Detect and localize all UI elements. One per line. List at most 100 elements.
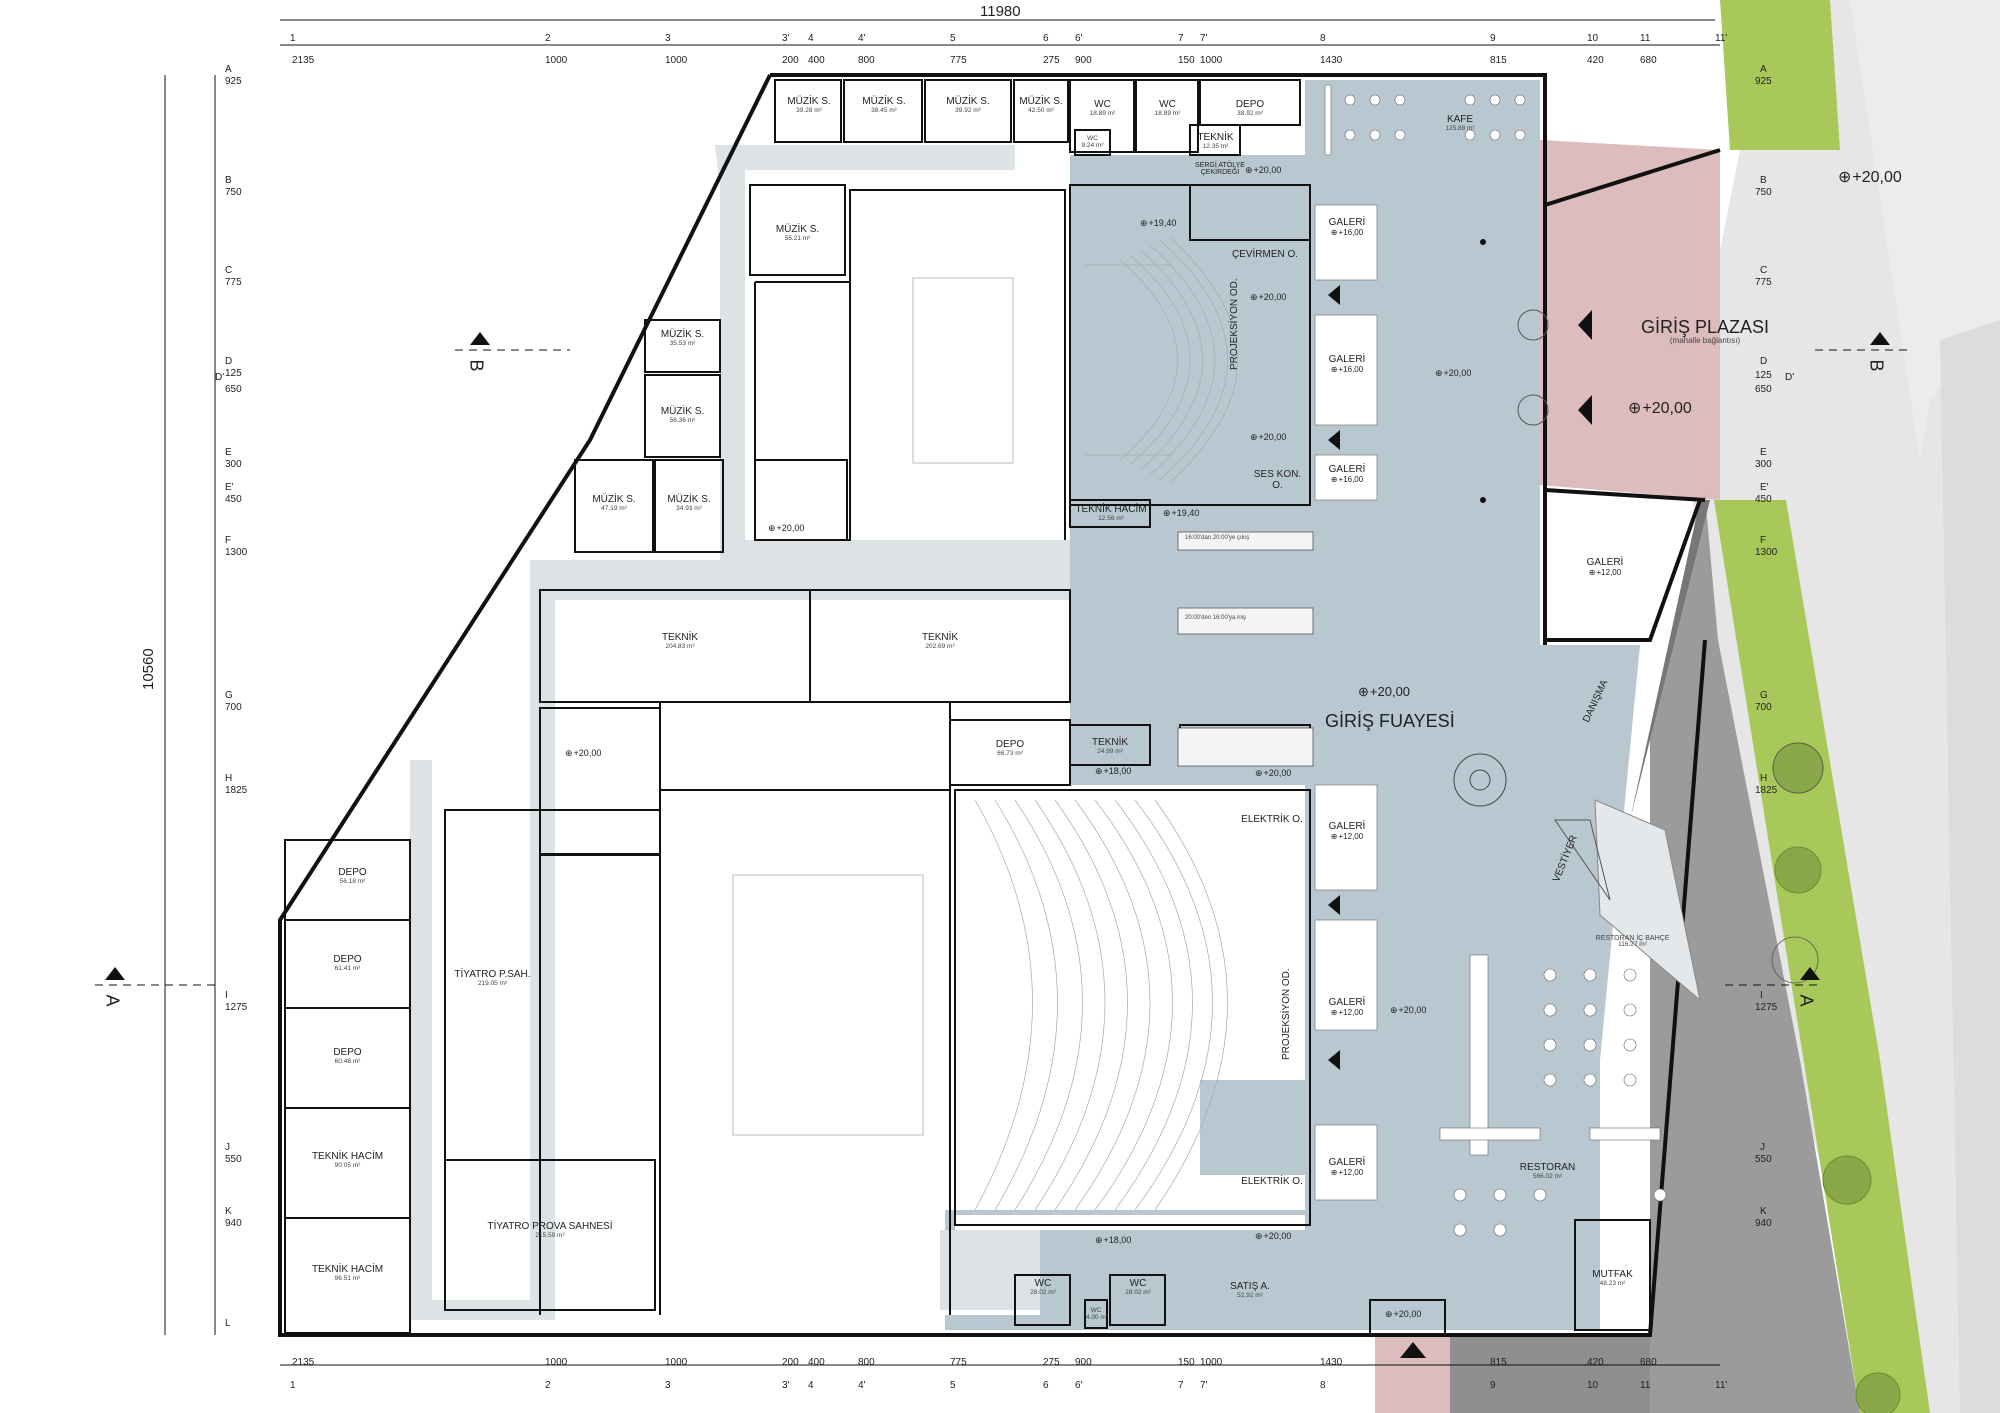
room-name: TEKNİK HACİM — [311, 1264, 384, 1275]
room-name: MÜZİK S. — [862, 96, 906, 107]
level-stair-1: +20,00 — [565, 748, 602, 759]
dim-seg: 200 — [782, 55, 799, 66]
dim-seg: 1000 — [545, 1357, 568, 1368]
grid-value: 550 — [1755, 1154, 1772, 1165]
room-projeksiyon-2: PROJEKSİYON OD. — [1281, 968, 1292, 1060]
grid-label: E — [225, 447, 232, 458]
room-name: GALERİ — [1328, 217, 1366, 228]
room-muzik-6: MÜZİK S.35.53 m² — [655, 329, 710, 347]
dim-seg: 775 — [950, 1357, 967, 1368]
level-1800-b: +18,00 — [1095, 1235, 1132, 1246]
room-area: 116.27 m² — [1618, 941, 1647, 949]
level-foyer-1: +20,00 — [1435, 368, 1472, 379]
room-name: SATIŞ A. — [1230, 1281, 1270, 1292]
room-name: MÜZİK S. — [1019, 96, 1063, 107]
room-area: 9.24 m² — [1081, 141, 1104, 149]
dim-seg: 680 — [1640, 1357, 1657, 1368]
section-b-left: B — [466, 359, 487, 372]
room-name: WC — [1129, 1278, 1147, 1289]
room-name: TEKNİK HACİM — [1075, 504, 1147, 515]
escalator-note-2: 20:00'den 16:00'ya iniş — [1185, 615, 1247, 621]
green-strip-top — [1720, 0, 1840, 150]
dim-seg: 1430 — [1320, 55, 1343, 66]
room-galeri-out: GALERİ+12,00 — [1580, 557, 1630, 577]
room-name: TEKNİK — [1197, 132, 1234, 143]
grid-value: 300 — [225, 459, 242, 470]
room-muzik-8: MÜZİK S.47.19 m² — [580, 494, 648, 512]
level-mark: +12,00 — [1580, 568, 1630, 577]
grid-value: 650 — [225, 384, 242, 395]
room-area: 18.89 m² — [1154, 109, 1181, 117]
grid-label: I — [1760, 990, 1763, 1001]
foyer — [945, 80, 1640, 1330]
room-name: TEKNİK — [661, 632, 699, 643]
spiral-stair — [1453, 753, 1507, 807]
grid-value: 300 — [1755, 459, 1772, 470]
grid-label: L — [225, 1318, 231, 1329]
grid-label: 11 — [1640, 33, 1651, 44]
grid-label: 4 — [808, 33, 814, 44]
grid-label: 6 — [1043, 1380, 1049, 1391]
room-area: 12.35 m² — [1202, 142, 1229, 150]
dim-seg: 275 — [1043, 55, 1060, 66]
green-strip — [1714, 500, 1930, 1413]
room-area: 566.02 m² — [1532, 1172, 1563, 1180]
room-name: MÜZİK S. — [946, 96, 990, 107]
room-area: 56.18 m² — [339, 877, 366, 885]
plaza-sub: (mahalle bağlantısı) — [1669, 335, 1741, 345]
grid-label: K — [225, 1206, 232, 1217]
seating-top — [1085, 237, 1238, 483]
room-area: 96.51 m² — [334, 1274, 361, 1282]
level-exit: +20,00 — [1385, 1309, 1422, 1320]
grid-value: 450 — [1755, 494, 1772, 505]
dim-seg: 900 — [1075, 55, 1092, 66]
level-stair-bot: +20,00 — [1255, 1231, 1292, 1242]
level-mark: +12,00 — [1318, 1168, 1376, 1177]
grid-label: G — [225, 690, 233, 701]
room-area: 125.88 m² — [1445, 124, 1475, 132]
level-plaza-1: +20,00 — [1838, 167, 1901, 187]
dim-seg: 400 — [808, 1357, 825, 1368]
room-name: DEPO — [1235, 99, 1265, 110]
grid-value: 550 — [225, 1154, 242, 1165]
room-area: 47.19 m² — [601, 504, 627, 512]
grid-label: 7' — [1200, 1380, 1208, 1391]
room-area: 204.83 m² — [665, 642, 695, 650]
room-area: 24.99 m² — [1097, 747, 1123, 755]
grid-label: 11' — [1715, 33, 1728, 44]
room-name: MÜZİK S. — [787, 96, 831, 107]
dim-seg: 900 — [1075, 1357, 1092, 1368]
room-area: 35.53 m² — [669, 339, 696, 347]
room-area: 12.56 m² — [1098, 514, 1124, 522]
grid-label: K — [1760, 1206, 1767, 1217]
room-galeri-1: GALERİ+16,00 — [1318, 217, 1376, 237]
grid-value: 940 — [225, 1218, 242, 1229]
grid-label: 4' — [858, 1380, 866, 1391]
section-a-right: A — [1796, 994, 1817, 1007]
grid-label: 2 — [545, 1380, 551, 1391]
room-area: 48.23 m² — [1599, 1279, 1626, 1287]
room-name: GALERİ — [1328, 464, 1366, 475]
room-muzik-1: MÜZİK S.39.28 m² — [780, 96, 838, 114]
interior-walls — [284, 79, 1651, 1336]
room-area: 60.48 m² — [334, 1057, 361, 1065]
plaza-name: GİRİŞ PLAZASI — [1640, 317, 1770, 337]
room-name: TİYATRO P.SAH. — [454, 969, 531, 980]
room-area: 66.73 m² — [997, 749, 1023, 757]
room-ses-kon: SES KON. O. — [1253, 469, 1302, 491]
grid-label: B — [1760, 175, 1767, 186]
room-name: WC — [1159, 99, 1176, 110]
dim-seg: 1000 — [1200, 55, 1223, 66]
room-projeksiyon-1: PROJEKSİYON OD. — [1229, 278, 1240, 370]
grid-label: 1 — [290, 1380, 296, 1391]
dim-seg: 1430 — [1320, 1357, 1343, 1368]
dim-seg: 815 — [1490, 55, 1507, 66]
